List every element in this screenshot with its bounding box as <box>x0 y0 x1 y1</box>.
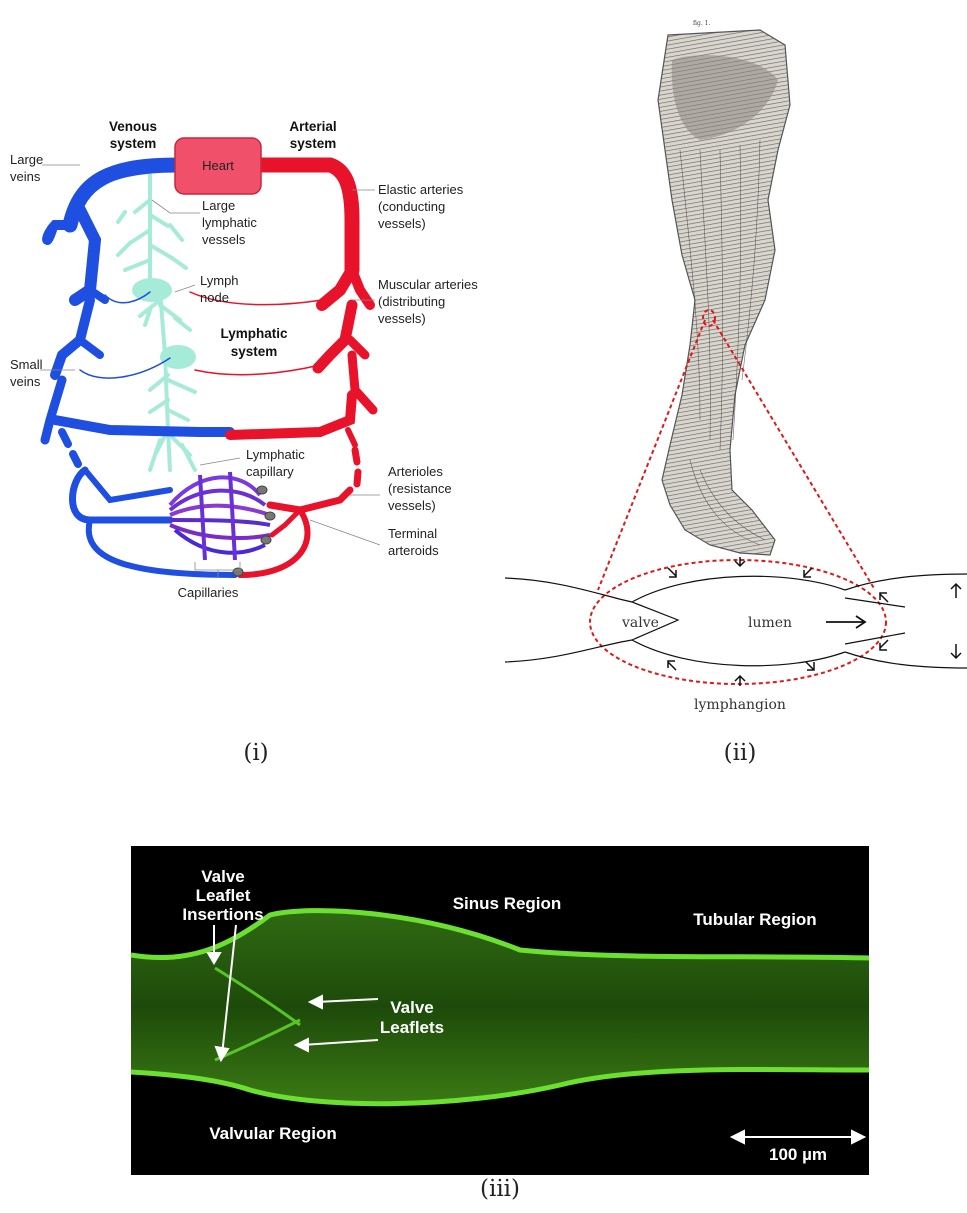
svg-text:(distributing: (distributing <box>378 294 445 309</box>
svg-text:Elastic arteries: Elastic arteries <box>378 182 464 197</box>
valve-label: valve <box>621 615 659 631</box>
svg-text:veins: veins <box>10 374 41 389</box>
lymph-node-2 <box>160 345 196 369</box>
capillaries-label: Capillaries <box>178 585 239 600</box>
svg-text:Leaflet: Leaflet <box>196 886 251 905</box>
svg-text:capillary: capillary <box>246 464 294 479</box>
tubular-region-label: Tubular Region <box>693 910 816 929</box>
svg-text:Large: Large <box>10 152 43 167</box>
scale-bar-label: 100 µm <box>769 1145 827 1164</box>
large-veins-label: Large veins <box>10 152 43 184</box>
caption-ii: (ii) <box>680 740 800 766</box>
svg-text:Arterial: Arterial <box>289 119 336 134</box>
figure-number: fig. 1. <box>693 20 710 27</box>
venous-system-title: Venous system <box>109 119 157 151</box>
sinus-region-label: Sinus Region <box>453 894 562 913</box>
small-veins-label: Small veins <box>10 357 43 389</box>
svg-text:(conducting: (conducting <box>378 199 445 214</box>
svg-text:Lymphatic: Lymphatic <box>220 326 288 341</box>
lymphangion-outline <box>505 574 967 668</box>
lymphangion-svg: fig. 1. valve lumen <box>500 0 967 720</box>
svg-text:Lymph: Lymph <box>200 273 239 288</box>
lymphangion-label: lymphangion <box>694 697 786 713</box>
panel-lymphangion: fig. 1. valve lumen <box>500 0 967 720</box>
panel-circulatory-diagram: Heart Venous system Arterial system Larg… <box>0 110 500 610</box>
svg-text:Valve: Valve <box>390 998 434 1017</box>
terminal-arteroids-label: Terminal arteroids <box>388 526 439 558</box>
svg-text:Lymphatic: Lymphatic <box>246 447 305 462</box>
svg-text:Large: Large <box>202 198 235 213</box>
micrograph-svg: Valve Leaflet Insertions Sinus Region Tu… <box>131 846 869 1175</box>
valvular-region-label: Valvular Region <box>209 1124 337 1143</box>
svg-text:arteroids: arteroids <box>388 543 439 558</box>
leg-engraving <box>658 30 790 555</box>
lymph-node-1 <box>132 278 172 302</box>
arterial-system-title: Arterial system <box>289 119 336 151</box>
svg-text:Muscular arteries: Muscular arteries <box>378 277 478 292</box>
muscular-arteries-label: Muscular arteries (distributing vessels) <box>378 277 478 326</box>
svg-text:vessels: vessels <box>202 232 246 247</box>
caption-iii: (iii) <box>440 1176 560 1202</box>
svg-text:veins: veins <box>10 169 41 184</box>
lymphatic-system-title: Lymphatic system <box>220 326 288 359</box>
svg-text:node: node <box>200 290 229 305</box>
svg-text:Leaflets: Leaflets <box>380 1018 444 1037</box>
large-lymphatic-label: Large lymphatic vessels <box>202 198 257 247</box>
svg-text:system: system <box>290 136 337 151</box>
caption-i: (i) <box>196 740 316 766</box>
lymphatic-capillary-label: Lymphatic capillary <box>246 447 305 479</box>
svg-text:vessels): vessels) <box>378 311 426 326</box>
svg-text:vessels): vessels) <box>378 216 426 231</box>
capillary-bed <box>170 472 270 560</box>
arterioles-label: Arterioles (resistance vessels) <box>388 464 452 513</box>
elastic-arteries-label: Elastic arteries (conducting vessels) <box>378 182 464 231</box>
flow-arrow <box>826 616 865 628</box>
svg-text:vessels): vessels) <box>388 498 436 513</box>
svg-text:Insertions: Insertions <box>182 905 263 924</box>
svg-text:Valve: Valve <box>201 867 245 886</box>
lymph-node-label: Lymph node <box>200 273 239 305</box>
svg-text:system: system <box>110 136 157 151</box>
svg-text:Small: Small <box>10 357 43 372</box>
svg-text:Arterioles: Arterioles <box>388 464 443 479</box>
svg-text:Terminal: Terminal <box>388 526 437 541</box>
svg-text:system: system <box>231 344 278 359</box>
heart-label: Heart <box>202 158 234 173</box>
svg-text:Venous: Venous <box>109 119 157 134</box>
svg-text:lymphatic: lymphatic <box>202 215 257 230</box>
svg-text:(resistance: (resistance <box>388 481 452 496</box>
panel-micrograph: Valve Leaflet Insertions Sinus Region Tu… <box>131 846 869 1175</box>
lumen-label: lumen <box>748 615 792 631</box>
circulatory-svg: Heart Venous system Arterial system Larg… <box>0 110 500 610</box>
